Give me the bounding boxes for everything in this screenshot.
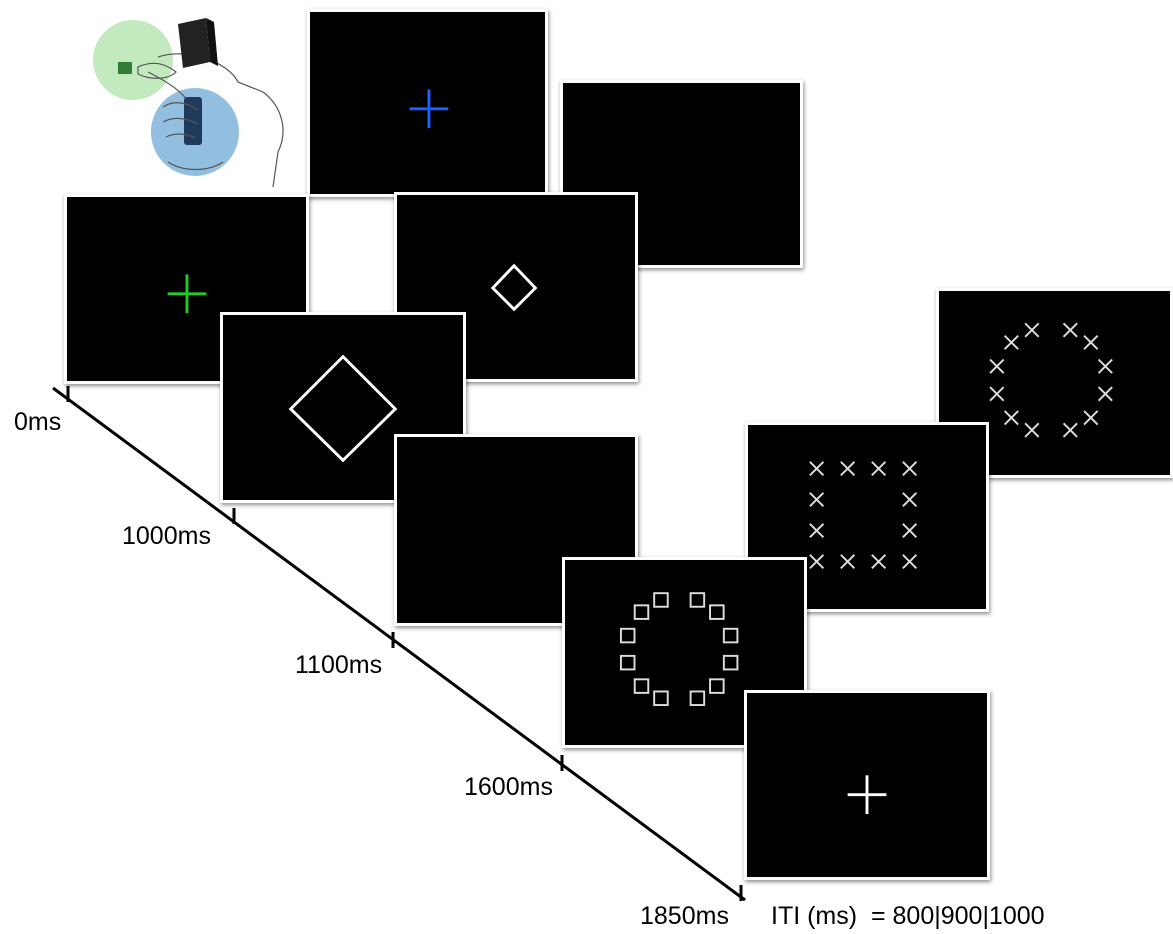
x-item-icon <box>840 554 856 570</box>
box-item-icon <box>689 592 706 608</box>
tick-label-1850ms: 1850ms <box>640 902 729 930</box>
hand-holding-response-box-icon <box>93 18 284 188</box>
x-item-icon <box>1024 422 1040 438</box>
x-item-icon <box>1062 422 1078 438</box>
box-item-icon <box>619 654 636 671</box>
x-square-array-icon <box>809 461 918 570</box>
x-item-icon <box>1024 322 1040 338</box>
x-item-icon <box>989 386 1005 402</box>
x-item-icon <box>902 554 918 570</box>
tick-label-1100ms: 1100ms <box>295 651 383 679</box>
timeline-line <box>52 386 746 902</box>
box-item-icon <box>633 604 650 620</box>
x-item-icon <box>1097 358 1113 374</box>
screen-green-fixation <box>64 194 309 384</box>
small-diamond-icon <box>490 263 538 312</box>
box-item-icon <box>722 627 739 644</box>
large-diamond-icon <box>288 354 398 463</box>
white-fixation-cross-icon <box>847 775 887 815</box>
x-item-icon <box>840 461 856 477</box>
x-item-icon <box>1097 386 1113 402</box>
x-item-icon <box>809 554 825 570</box>
x-item-icon <box>871 554 887 570</box>
x-item-icon <box>902 461 918 477</box>
x-item-icon <box>1003 334 1019 350</box>
box-item-icon <box>689 690 706 707</box>
x-item-icon <box>1083 334 1099 350</box>
box-item-icon <box>709 678 725 694</box>
x-item-icon <box>902 492 918 508</box>
x-circle-array-icon <box>989 322 1113 438</box>
tick-label-0ms: 0ms <box>14 408 62 436</box>
box-item-icon <box>653 592 669 608</box>
screen-box-circle <box>562 557 807 748</box>
tick-label-1600ms: 1600ms <box>464 773 553 801</box>
green-fixation-cross-icon <box>167 274 207 314</box>
blue-fixation-cross-icon <box>409 89 449 129</box>
x-item-icon <box>902 523 918 539</box>
x-item-icon <box>809 461 825 477</box>
x-item-icon <box>989 358 1005 374</box>
screen-white-fixation <box>744 690 990 880</box>
screen-small-diamond <box>394 192 638 382</box>
box-item-icon <box>619 627 636 644</box>
tick-label-1000ms: 1000ms <box>122 522 211 550</box>
x-item-icon <box>1062 322 1078 338</box>
box-item-icon <box>709 604 725 620</box>
x-item-icon <box>1083 410 1099 426</box>
x-item-icon <box>809 492 825 508</box>
response-device-illustration <box>88 12 298 188</box>
iti-label: ITI (ms) = 800|900|1000 <box>771 902 1045 930</box>
x-item-icon <box>871 461 887 477</box>
box-item-icon <box>722 654 739 671</box>
x-item-icon <box>1003 410 1019 426</box>
box-item-icon <box>633 678 650 694</box>
x-item-icon <box>809 523 825 539</box>
box-item-icon <box>653 690 669 707</box>
box-circle-array-icon <box>619 592 739 707</box>
